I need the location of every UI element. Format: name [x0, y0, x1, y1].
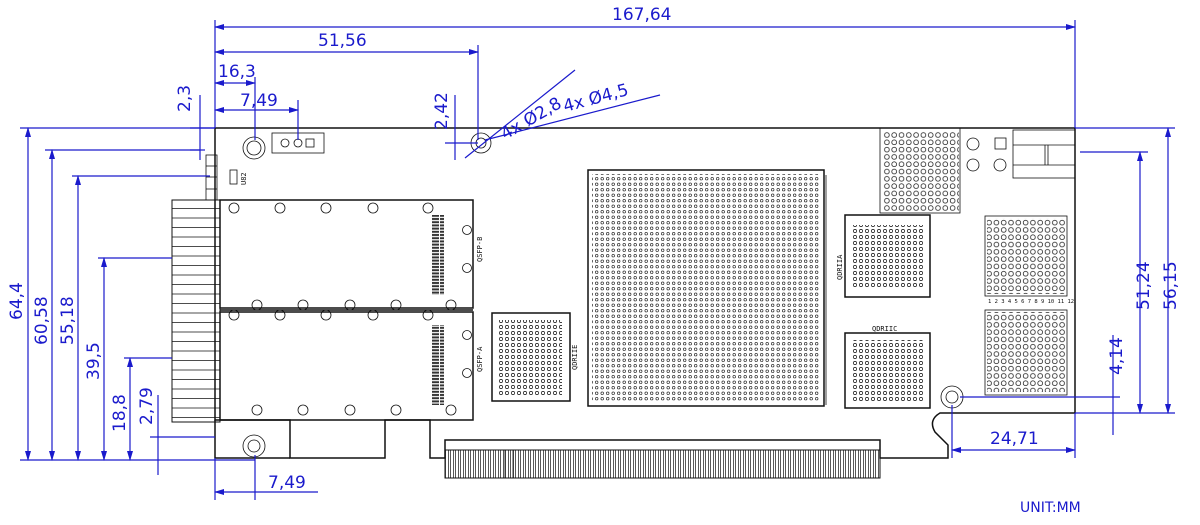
- qsfp-a-label: QSFP-A: [476, 346, 484, 372]
- dim-overall-length: 167,64: [612, 5, 671, 25]
- dim-hole-x: 51,56: [318, 31, 367, 51]
- qdr-c-label: QDRIIC: [872, 325, 897, 333]
- dim-height-39: 39,5: [84, 342, 104, 380]
- unit-label: UNIT:MM: [1020, 500, 1081, 516]
- bga-column-labels: 1 2 3 4 5 6 7 8 9 10 11 12: [988, 299, 1074, 305]
- dim-height-18: 18,8: [110, 394, 130, 432]
- qsfp-b-label: QSFP-B: [476, 237, 484, 262]
- mounting-hole: [242, 434, 266, 458]
- dim-bottom-hole-x: 7,49: [268, 473, 306, 493]
- right-bga: 1 2 3 4 5 6 7 8 9 10 11 12: [879, 127, 1076, 396]
- edge-connector: [444, 449, 881, 479]
- dim-small-holes: 4x Ø2,8: [498, 94, 566, 145]
- dim-right-4: 4,14: [1107, 337, 1127, 375]
- fpga-bga: [587, 169, 827, 407]
- qdr-chips: QDRIIE QDRIIA QDRIIC: [491, 214, 931, 409]
- dim-height-55: 55,18: [58, 296, 78, 345]
- qsfp-cages: QSFP-B QSFP-A: [171, 199, 484, 423]
- dim-height-2: 2,79: [137, 387, 157, 425]
- dim-hole-top-offset: 2,42: [432, 92, 452, 130]
- pcb-outline: [214, 127, 1076, 479]
- dim-top-offset: 2,3: [175, 85, 195, 112]
- dim-right-56: 56,15: [1161, 261, 1181, 310]
- dim-connector-x: 7,49: [240, 91, 278, 111]
- mounting-hole: [940, 385, 964, 409]
- dim-height-60: 60,58: [32, 296, 52, 345]
- dim-right-hole-x: 24,71: [990, 429, 1039, 449]
- mounting-hole: [242, 136, 266, 160]
- qdr-e-label: QDRIIE: [571, 345, 579, 370]
- u82-label: U82: [240, 172, 248, 185]
- dim-right-51: 51,24: [1134, 261, 1154, 310]
- dim-height-total: 64,4: [7, 282, 27, 320]
- qdr-a-label: QDRIIA: [836, 254, 844, 280]
- dim-hole-left-x: 16,3: [218, 62, 256, 82]
